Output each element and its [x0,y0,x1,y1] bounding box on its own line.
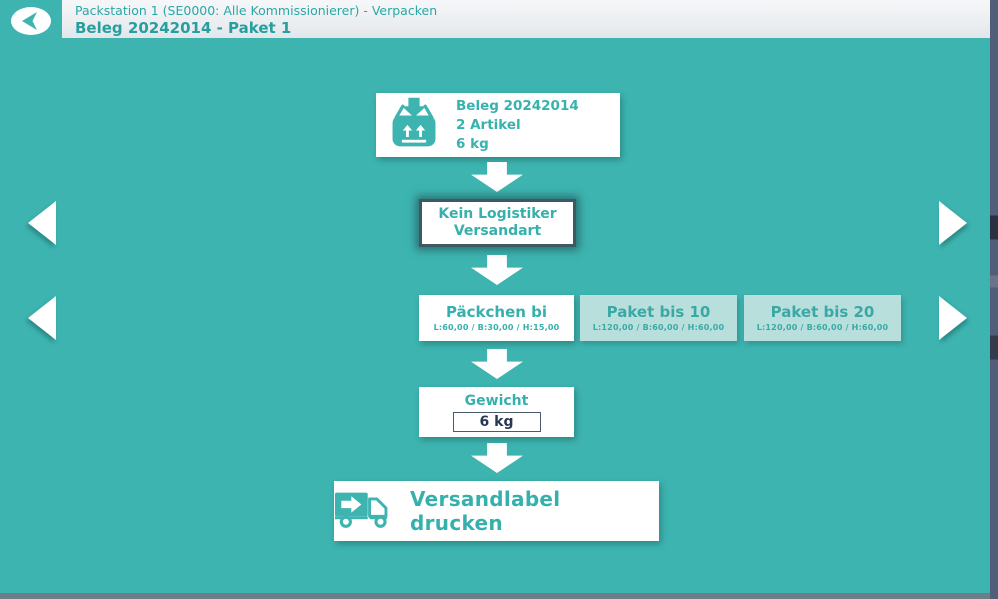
back-button[interactable] [0,0,62,46]
package-type-label: Paket bis 20 [770,303,875,321]
beleg-weight: 6 kg [456,135,489,152]
print-shipping-label-button[interactable]: Versandlabel drucken [334,481,659,541]
back-icon [10,6,52,40]
weight-card: Gewicht [419,387,574,437]
page-title: Beleg 20242014 - Paket 1 [75,18,292,37]
package-type-label: Paket bis 10 [606,303,711,321]
weight-input[interactable] [452,411,541,432]
prev-package-type-button[interactable] [28,296,56,340]
right-edge-bar [990,0,998,599]
down-arrow-icon [471,443,523,473]
bottom-edge-bar [0,593,990,599]
next-package-type-button[interactable] [939,296,967,340]
header-subtitle: Packstation 1 (SE0000: Alle Kommissionie… [75,3,438,18]
next-shipping-method-button[interactable] [939,201,967,245]
weight-label: Gewicht [464,392,529,409]
down-arrow-icon [471,162,523,192]
prev-shipping-method-button[interactable] [28,201,56,245]
package-type-paket10-button[interactable]: Paket bis 10 L:120,00 / B:60,00 / H:60,0… [580,295,737,341]
print-button-label: Versandlabel drucken [410,487,561,535]
package-type-dimensions: L:120,00 / B:60,00 / H:60,00 [592,323,725,332]
header-text-block: Packstation 1 (SE0000: Alle Kommissionie… [75,3,437,37]
package-pack-icon [386,97,442,153]
package-type-paket20-button[interactable]: Paket bis 20 L:120,00 / B:60,00 / H:60,0… [744,295,901,341]
header-bar [0,0,990,38]
package-type-label: Päckchen bi [445,303,548,321]
delivery-truck-icon [334,488,396,534]
down-arrow-icon [471,349,523,379]
package-type-dimensions: L:60,00 / B:30,00 / H:15,00 [433,323,560,332]
package-type-dimensions: L:120,00 / B:60,00 / H:60,00 [756,323,889,332]
shipping-method-line2: Versandart [453,223,542,239]
beleg-number: Beleg 20242014 [456,97,579,114]
shipping-method-line1: Kein Logistiker [438,206,557,222]
beleg-summary-card[interactable]: Beleg 20242014 2 Artikel 6 kg [376,93,620,157]
beleg-info: Beleg 20242014 2 Artikel 6 kg [456,97,579,154]
beleg-article-count: 2 Artikel [456,116,521,133]
package-type-paeckchen-button[interactable]: Päckchen bi L:60,00 / B:30,00 / H:15,00 [419,295,574,341]
shipping-method-button[interactable]: Kein Logistiker Versandart [419,199,576,247]
down-arrow-icon [471,255,523,285]
